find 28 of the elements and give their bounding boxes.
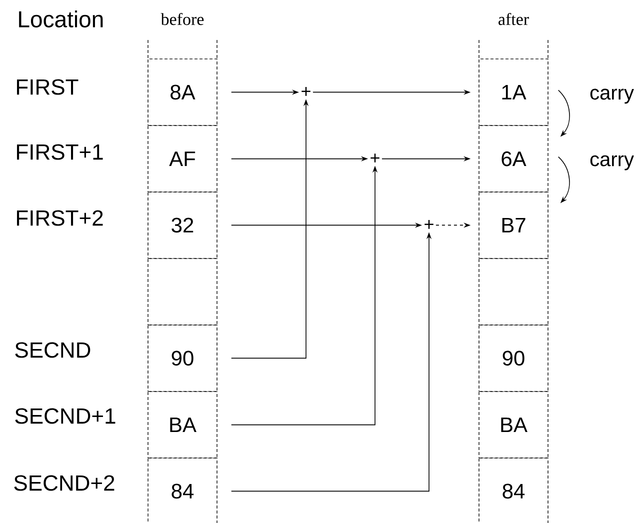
plus-sign: + bbox=[424, 220, 434, 229]
memory-cell: 90 bbox=[148, 324, 218, 392]
memory-cell: BA bbox=[148, 391, 218, 458]
memory-cell bbox=[478, 258, 548, 326]
memory-cell: BA bbox=[478, 391, 548, 458]
memory-cell: 1A bbox=[478, 58, 548, 126]
memory-cell: B7 bbox=[478, 192, 548, 259]
plus-sign: + bbox=[302, 87, 310, 96]
memory-cell: 32 bbox=[148, 192, 218, 259]
memory-cell: 8A bbox=[148, 58, 218, 126]
location-label: SECND bbox=[15, 342, 90, 358]
memory-cell: 6A bbox=[478, 125, 548, 192]
edge-label: carry bbox=[588, 154, 635, 172]
column-header: after bbox=[498, 12, 529, 26]
location-label: SECND+2 bbox=[14, 475, 114, 491]
location-label: SECND+1 bbox=[15, 408, 116, 424]
memory-cell: 84 bbox=[478, 458, 548, 523]
location-label: FIRST+1 bbox=[17, 144, 103, 160]
memory-cell: 84 bbox=[148, 458, 218, 523]
memory-cell: 90 bbox=[478, 324, 548, 392]
column-header: Location bbox=[19, 10, 103, 28]
location-label: FIRST+2 bbox=[17, 210, 103, 226]
plus-sign: + bbox=[370, 154, 380, 162]
memory-cell: AF bbox=[148, 125, 218, 192]
memory-cell bbox=[148, 258, 218, 326]
location-label: FIRST bbox=[17, 79, 78, 95]
column-header: before bbox=[160, 12, 204, 26]
edge-label: carry bbox=[588, 88, 635, 105]
